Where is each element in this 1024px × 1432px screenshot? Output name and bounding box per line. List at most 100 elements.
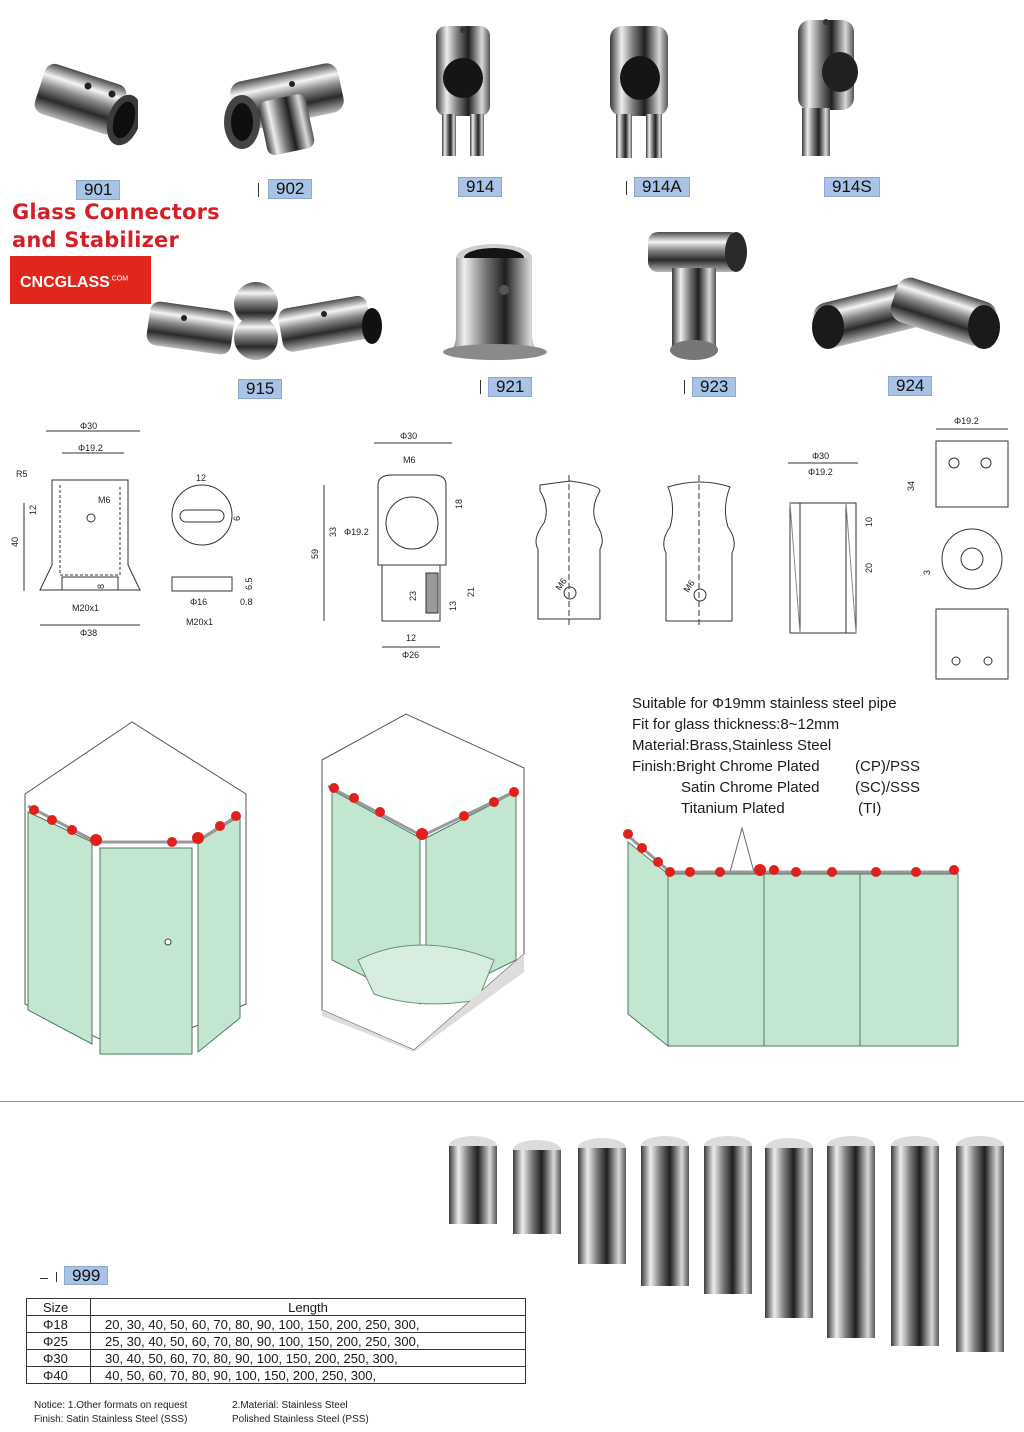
svg-text:12: 12	[28, 505, 38, 515]
connector-902-image	[224, 63, 344, 156]
spec-finish-1: Finish:Bright Chrome Plated	[632, 758, 820, 775]
spec-finish-2: Satin Chrome Plated	[681, 779, 820, 796]
part-code-914: 914	[458, 177, 503, 197]
svg-text:Φ19.2: Φ19.2	[808, 467, 833, 477]
table-row: Φ25 25, 30, 40, 50, 60, 70, 80, 90, 100,…	[26, 1332, 526, 1350]
brand-logo-text: CNCGLASS	[20, 274, 110, 291]
svg-text:R5: R5	[16, 469, 28, 479]
svg-text:3: 3	[922, 570, 932, 575]
drawing-914-section: Φ30 M6 Φ19.2 18 33 59 23 13 21 12 Φ26	[310, 431, 476, 660]
enclosure-neo-angle-illustration	[24, 721, 247, 1055]
svg-text:23: 23	[408, 591, 418, 601]
svg-text:20: 20	[864, 563, 874, 573]
spec-glass-thickness: Fit for glass thickness:8~12mm	[632, 716, 840, 733]
svg-text:13: 13	[448, 601, 458, 611]
drawing-921-section: Φ30 Φ19.2 R5 M6 12 40 8 M20x1 Φ38	[10, 421, 141, 638]
enclosure-straight-illustration	[623, 826, 959, 1048]
part-code-999: 999	[64, 1266, 109, 1285]
brand-title-line2: and Stabilizer	[12, 228, 180, 252]
spec-finish-1-code: (CP)/PSS	[855, 758, 921, 775]
svg-text:33: 33	[328, 527, 338, 537]
svg-text:34: 34	[906, 481, 916, 491]
svg-text:8: 8	[96, 584, 106, 589]
standoffs-999-image	[449, 1136, 1004, 1352]
brand-title: Glass Connectors and Stabilizer	[12, 198, 220, 254]
drawing-921-top: 12 6 6.5 Φ16 0.8 M20x1	[171, 473, 254, 627]
spec-material: Material:Brass,Stainless Steel	[632, 737, 832, 754]
connector-914s-image	[798, 19, 858, 156]
notice-formats: Notice: 1.Other formats on request	[34, 1400, 188, 1411]
svg-text:Φ16: Φ16	[190, 597, 207, 607]
connector-924-image	[812, 277, 1000, 349]
notice-finish: Finish: Satin Stainless Steel (SSS)	[34, 1414, 188, 1425]
svg-text:21: 21	[466, 587, 476, 597]
svg-text:M20x1: M20x1	[186, 617, 213, 627]
svg-text:M20x1: M20x1	[72, 603, 99, 613]
table-cell-lengths: 25, 30, 40, 50, 60, 70, 80, 90, 100, 150…	[90, 1332, 526, 1350]
part-code-921: 921	[488, 377, 533, 397]
svg-text:Φ19.2: Φ19.2	[344, 527, 369, 537]
table-cell-size: Φ25	[26, 1332, 91, 1350]
section-divider	[0, 1101, 1024, 1102]
spec-finish-3: Titanium Plated	[681, 800, 785, 817]
spec-pipe: Suitable for Φ19mm stainless steel pipe	[632, 695, 897, 712]
table-cell-size: Φ40	[26, 1366, 91, 1384]
svg-text:6: 6	[232, 516, 242, 521]
svg-text:12: 12	[196, 473, 206, 483]
table-row: Φ30 30, 40, 50, 60, 70, 80, 90, 100, 150…	[26, 1349, 526, 1367]
drawing-915-section: Φ19.2 34 3	[906, 416, 1009, 680]
part-code-923: 923	[692, 377, 737, 397]
part-code-901: 901	[76, 180, 121, 200]
svg-text:0.8: 0.8	[240, 597, 253, 607]
svg-text:40: 40	[10, 537, 20, 547]
connector-914a-image	[610, 26, 668, 158]
size-length-table: Size Length Φ18 20, 30, 40, 50, 60, 70, …	[26, 1298, 526, 1384]
svg-text:M6: M6	[403, 455, 416, 465]
part-code-902: 902	[268, 179, 313, 199]
svg-text:Φ30: Φ30	[400, 431, 417, 441]
table-row: Φ40 40, 50, 60, 70, 80, 90, 100, 150, 20…	[26, 1366, 526, 1384]
connector-923-image	[648, 232, 747, 360]
svg-text:Φ19.2: Φ19.2	[78, 443, 103, 453]
drawing-stabilizer-a: M6	[535, 475, 603, 625]
table-cell-lengths: 40, 50, 60, 70, 80, 90, 100, 150, 200, 2…	[90, 1366, 526, 1384]
svg-text:59: 59	[310, 549, 320, 559]
part-code-914s: 914S	[824, 177, 880, 197]
svg-text:M6: M6	[553, 576, 568, 592]
svg-text:Φ38: Φ38	[80, 628, 97, 638]
table-row: Φ18 20, 30, 40, 50, 60, 70, 80, 90, 100,…	[26, 1315, 526, 1333]
table-header-row: Size Length	[26, 1298, 526, 1316]
table-cell-size: Φ18	[26, 1315, 91, 1333]
svg-text:6.5: 6.5	[244, 577, 254, 590]
svg-text:Φ19.2: Φ19.2	[954, 416, 979, 426]
table-cell-size: Φ30	[26, 1349, 91, 1367]
svg-text:18: 18	[454, 499, 464, 509]
part-code-924: 924	[888, 376, 933, 396]
brand-logo: CNCGLASS.COM	[10, 256, 151, 304]
table-header-size: Size	[26, 1298, 91, 1316]
spec-finish-2-code: (SC)/SSS	[855, 779, 921, 796]
enclosure-corner-illustration	[321, 713, 525, 1052]
part-code-915: 915	[238, 379, 283, 399]
drawing-stabilizer-b: M6	[663, 475, 735, 627]
connector-901-image	[34, 63, 138, 146]
svg-text:Φ30: Φ30	[812, 451, 829, 461]
technical-drawings: Φ30 Φ19.2 R5 M6 12 40 8 M20x1 Φ38 12 6 6…	[10, 416, 1009, 680]
notice-finish-polished: Polished Stainless Steel (PSS)	[232, 1414, 369, 1425]
svg-text:M6: M6	[98, 495, 111, 505]
brand-logo-suffix: .COM	[109, 275, 129, 283]
part-code-914a: 914A	[634, 177, 690, 197]
table-header-length: Length	[90, 1298, 526, 1316]
svg-text:10: 10	[864, 517, 874, 527]
svg-text:Φ30: Φ30	[80, 421, 97, 431]
connector-915-image	[146, 282, 382, 360]
table-cell-lengths: 20, 30, 40, 50, 60, 70, 80, 90, 100, 150…	[90, 1315, 526, 1333]
brand-title-line1: Glass Connectors	[12, 200, 220, 224]
spec-finish-3-code: (TI)	[858, 800, 882, 817]
table-cell-lengths: 30, 40, 50, 60, 70, 80, 90, 100, 150, 20…	[90, 1349, 526, 1367]
notice-material: 2.Material: Stainless Steel	[232, 1400, 348, 1411]
drawing-tube: Φ30 Φ19.2 10 20	[788, 451, 874, 634]
connector-914-image	[436, 26, 490, 156]
connector-921-image	[443, 244, 547, 360]
svg-text:Φ26: Φ26	[402, 650, 419, 660]
